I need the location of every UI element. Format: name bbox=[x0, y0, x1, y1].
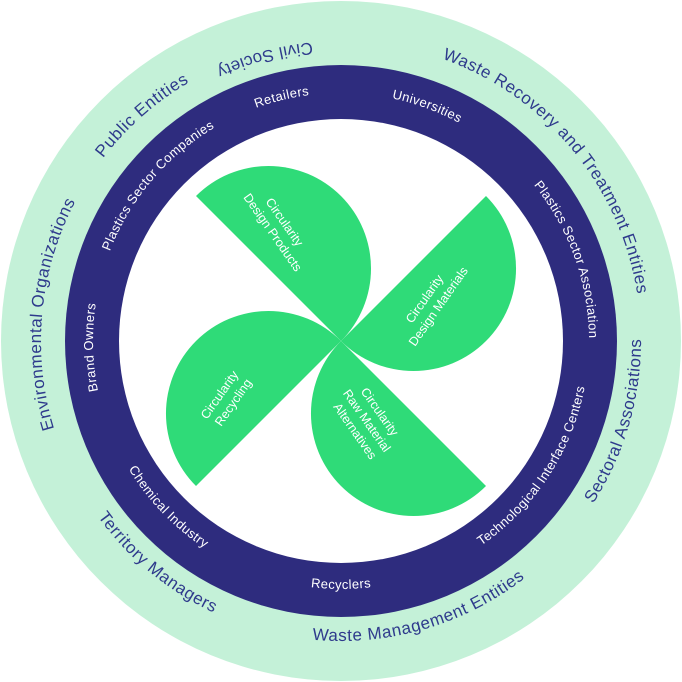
petal-design-materials bbox=[341, 196, 517, 372]
petal-raw-material-alternatives bbox=[310, 341, 486, 517]
petal-recycling bbox=[165, 310, 341, 486]
petal-design-products bbox=[196, 165, 372, 341]
pinwheel bbox=[165, 165, 517, 517]
inner-label-brand-owners: Brand Owners bbox=[81, 302, 101, 394]
inner-label-recyclers: Recyclers bbox=[310, 575, 371, 592]
